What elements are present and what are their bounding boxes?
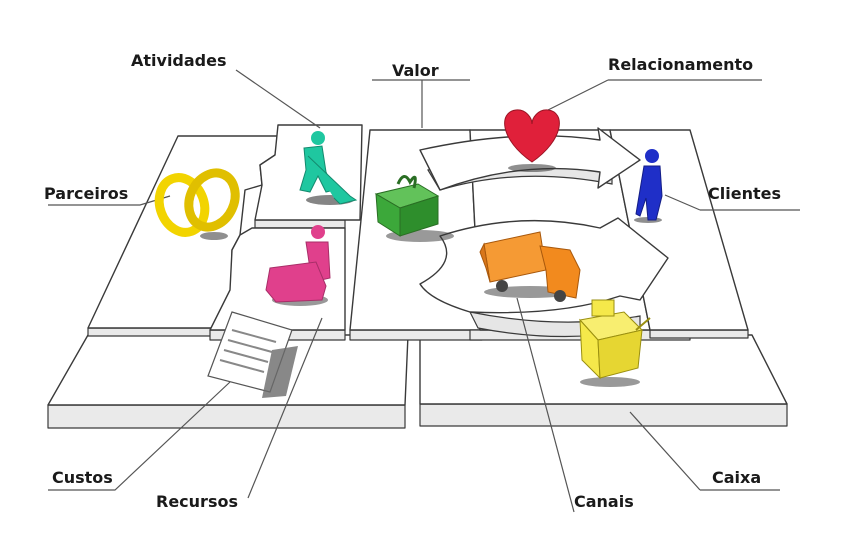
label-custos: Custos <box>52 468 113 487</box>
label-atividades: Atividades <box>131 51 227 70</box>
label-canais: Canais <box>574 492 634 511</box>
truck-icon <box>479 231 581 302</box>
label-relacionamento: Relacionamento <box>608 55 754 74</box>
invoice-paper-icon <box>207 311 298 398</box>
gift-icon <box>374 175 454 242</box>
heart-icon <box>504 109 560 172</box>
seated-person-icon <box>265 225 331 306</box>
rings-icon <box>154 168 240 240</box>
cash-register-icon <box>579 299 651 387</box>
label-clientes: Clientes <box>708 184 781 203</box>
digging-person-icon <box>299 131 358 205</box>
label-parceiros: Parceiros <box>44 184 129 203</box>
label-recursos: Recursos <box>156 492 238 511</box>
standing-person-icon <box>634 149 663 223</box>
label-valor: Valor <box>392 61 439 80</box>
label-caixa: Caixa <box>712 468 762 487</box>
